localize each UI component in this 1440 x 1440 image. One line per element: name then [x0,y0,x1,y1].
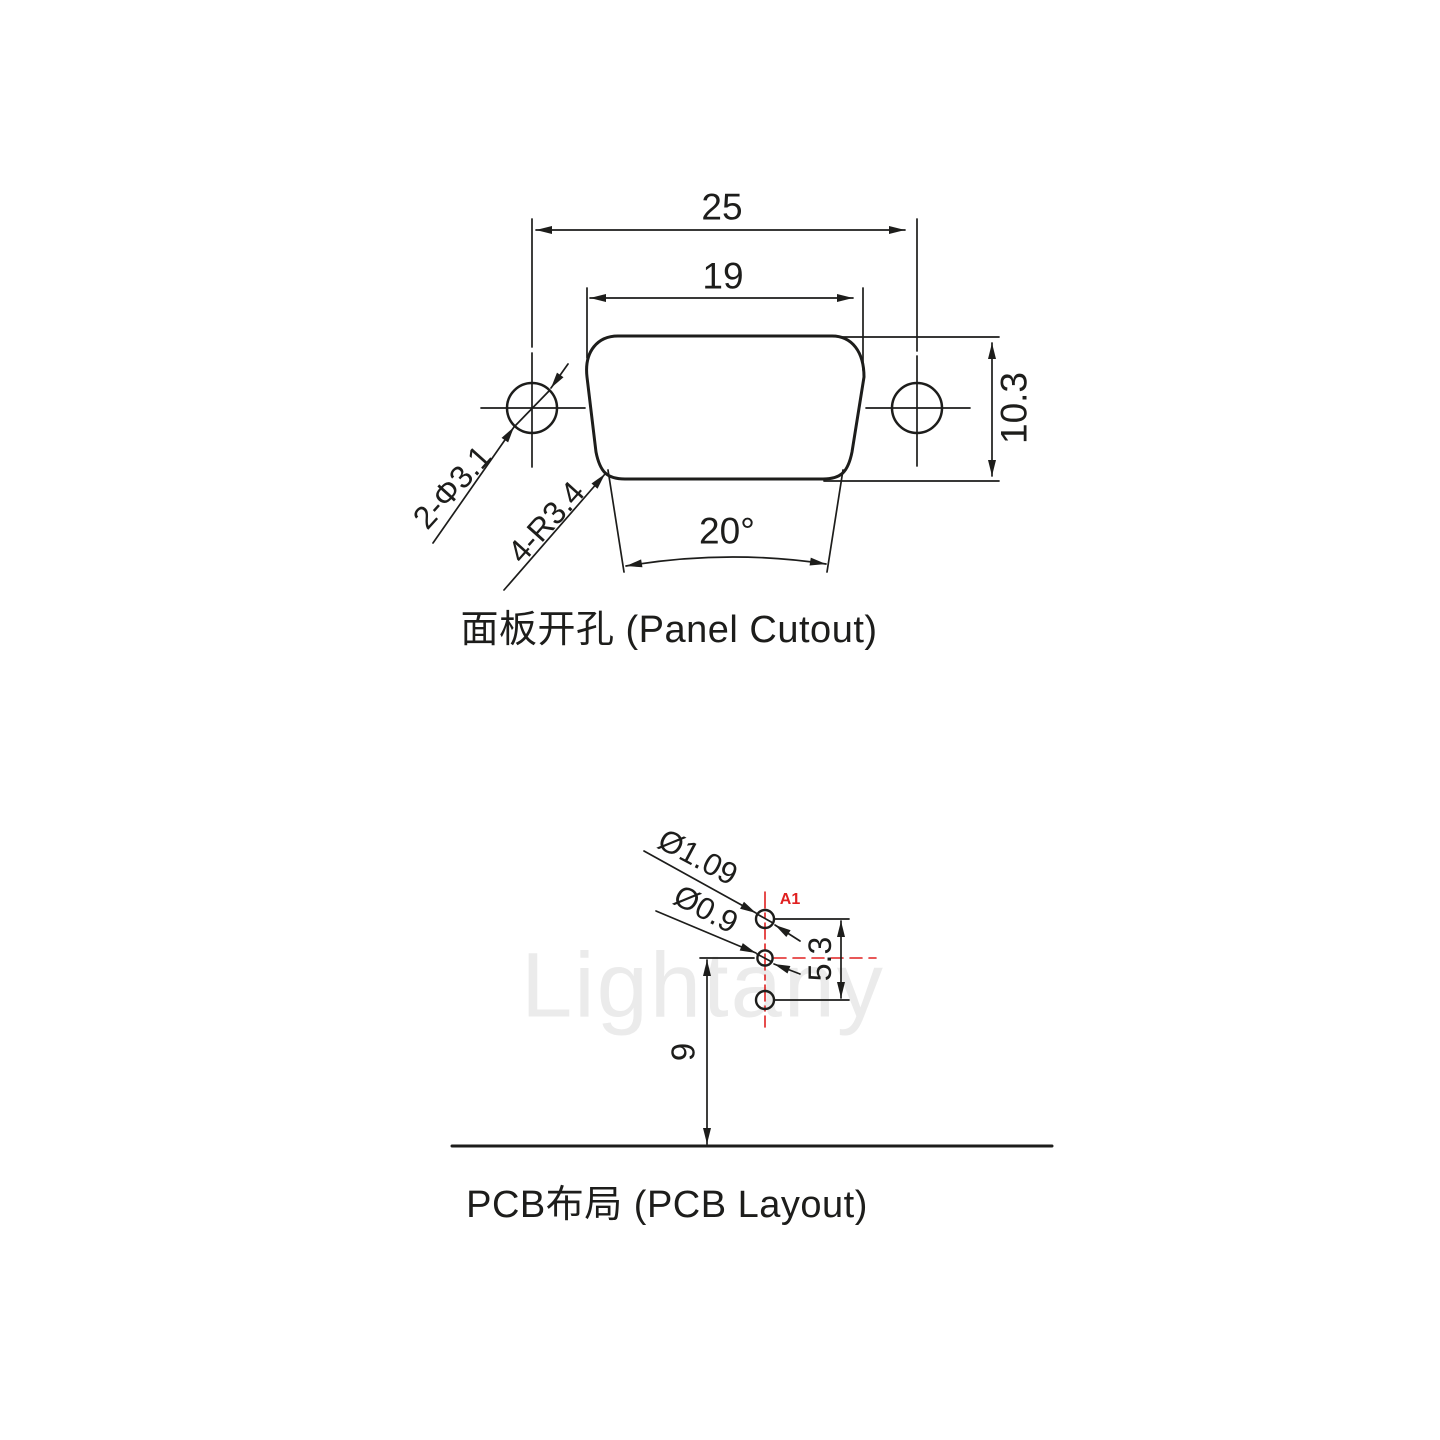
panel-cutout-title: 面板开孔 (Panel Cutout) [460,609,878,651]
dim-side-angle: 20° [699,510,755,552]
cutout-outline [585,334,866,481]
dim-edge-offset: 9 [664,1042,702,1062]
pin-a1-label: A1 [779,891,801,908]
leader-hole-large [643,850,801,942]
dim-outer-width: 25 [701,186,743,228]
pcb-layout-title: PCB布局 (PCB Layout) [466,1184,868,1226]
panel-dimension-lines [535,226,996,568]
pcb-pad-2 [756,949,774,967]
panel-cutout-drawing [432,218,1000,591]
pcb-layout-drawing [450,850,1054,1148]
pcb-centerlines [764,891,877,1028]
leader-hole-small [655,910,801,975]
dim-height: 10.3 [993,371,1035,445]
dim-inner-width: 19 [702,255,744,297]
pcb-extension-lines [699,918,850,1001]
leader-mount-holes [432,363,569,544]
dim-pin-span: 5.3 [802,936,838,982]
pcb-dimension-lines [703,920,845,1145]
watermark: Lightany [521,934,885,1037]
leader-corner-radius [503,473,606,591]
panel-extension-lines [480,218,1000,573]
